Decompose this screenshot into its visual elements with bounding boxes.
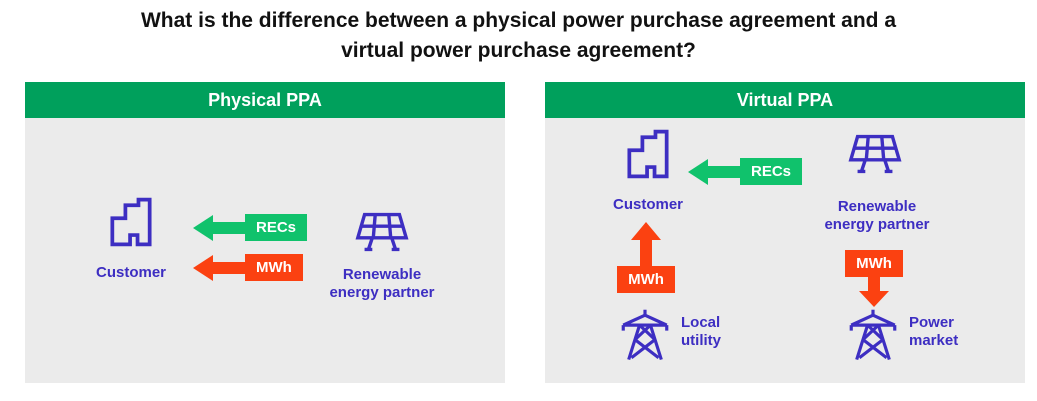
arrow-shaft <box>640 240 652 266</box>
transmission-tower-icon <box>616 304 674 368</box>
page-title-line-2: virtual power purchase agreement? <box>341 39 696 63</box>
virtual-ppa-body: Customer RECs Renewable energy partner <box>545 118 1025 383</box>
mwh-arrow-label: MWh <box>845 250 903 277</box>
local-utility-label: Local utility <box>681 314 721 349</box>
renewable-partner-label: Renewable energy partner <box>824 198 930 233</box>
mwh-arrow-label: MWh <box>245 254 303 281</box>
arrow-head-left-icon <box>688 158 708 185</box>
page-title-line-1: What is the difference between a physica… <box>140 9 897 32</box>
page-title: What is the difference between a physica… <box>0 6 1037 67</box>
recs-arrow: RECs <box>193 214 308 241</box>
customer-label: Customer <box>95 264 166 281</box>
recs-arrow-label: RECs <box>740 158 803 185</box>
arrow-head-left-icon <box>193 254 213 281</box>
arrow-head-up-icon <box>631 222 661 240</box>
physical-ppa-panel: Physical PPA Customer RECs MWh <box>25 82 505 383</box>
arrow-shaft <box>213 261 245 274</box>
physical-ppa-body: Customer RECs MWh Renewa <box>25 118 505 383</box>
renewable-partner-label: Renewable energy partner <box>329 266 435 301</box>
transmission-tower-icon <box>844 304 902 368</box>
mwh-arrow: MWh <box>193 254 303 281</box>
customer-label: Customer <box>612 196 683 213</box>
solar-panel-icon <box>844 132 906 178</box>
power-market-label: Power market <box>909 314 959 349</box>
building-icon <box>103 194 159 250</box>
virtual-ppa-header: Virtual PPA <box>545 82 1025 118</box>
arrow-head-down-icon <box>859 291 889 307</box>
building-icon <box>620 126 676 182</box>
recs-arrow: RECs <box>688 158 803 185</box>
arrow-shaft <box>708 165 740 178</box>
recs-arrow-label: RECs <box>245 214 308 241</box>
mwh-arrow-up: MWh <box>617 222 675 293</box>
arrow-shaft <box>213 221 245 234</box>
mwh-arrow-down: MWh <box>845 250 903 307</box>
arrow-shaft <box>868 277 880 291</box>
solar-panel-icon <box>351 210 413 256</box>
physical-ppa-header: Physical PPA <box>25 82 505 118</box>
virtual-ppa-panel: Virtual PPA Customer RECs <box>545 82 1025 383</box>
mwh-arrow-label: MWh <box>617 266 675 293</box>
arrow-head-left-icon <box>193 214 213 241</box>
